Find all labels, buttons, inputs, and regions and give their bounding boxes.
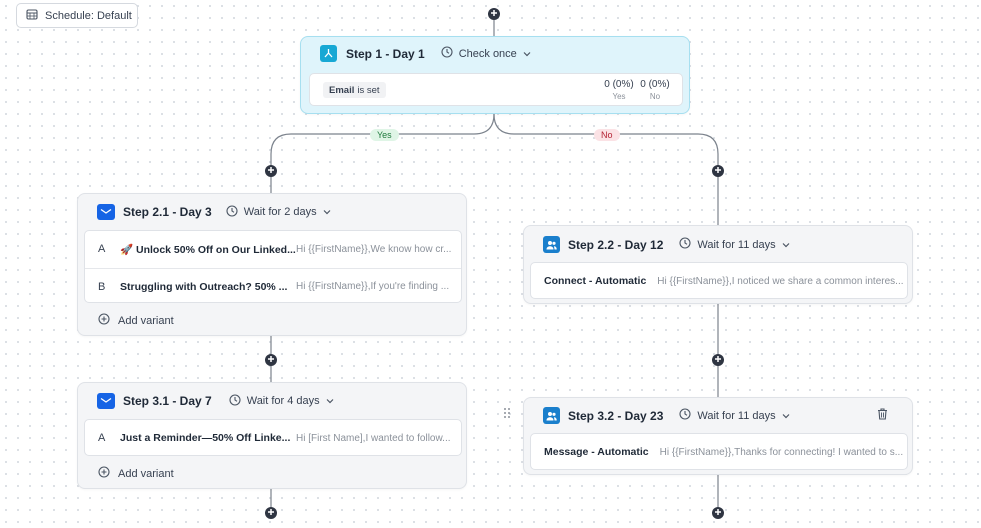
- step-3-1-title: Step 3.1 - Day 7: [123, 394, 212, 408]
- action-label: Message - Automatic: [544, 446, 649, 458]
- schedule-button[interactable]: Schedule: Default: [16, 3, 138, 28]
- plus-icon: [714, 507, 722, 519]
- variant-preview: Hi {{FirstName}},If you're finding ...: [296, 281, 450, 292]
- variant-row-a[interactable]: A Just a Reminder—50% Off Linke... Hi [F…: [85, 420, 461, 456]
- action-label: Connect - Automatic: [544, 275, 647, 287]
- linkedin-action-row[interactable]: Message - Automatic Hi {{FirstName}},Tha…: [530, 433, 908, 470]
- add-step-no-button[interactable]: [712, 165, 724, 177]
- variant-subject: 🚀 Unlock 50% Off on Our Linked...: [120, 243, 296, 256]
- variant-letter: A: [98, 243, 106, 255]
- linkedin-action-row[interactable]: Connect - Automatic Hi {{FirstName}},I n…: [530, 262, 908, 299]
- chevron-down-icon: [782, 410, 790, 422]
- calendar-icon: [26, 8, 38, 23]
- step-2-2-card[interactable]: Step 2.2 - Day 12 Wait for 11 days Conne…: [523, 225, 913, 304]
- plus-icon: [267, 354, 275, 366]
- variant-preview: Hi [First Name],I wanted to follow...: [296, 432, 451, 444]
- step-3-2-title: Step 3.2 - Day 23: [568, 408, 664, 423]
- linkedin-people-icon: [543, 236, 560, 253]
- clock-icon: [679, 408, 691, 423]
- plus-icon: [490, 8, 498, 20]
- clock-icon: [226, 204, 238, 220]
- yes-stat-value: 0 (0%): [604, 79, 634, 90]
- step-2-1-title: Step 2.1 - Day 3: [123, 205, 212, 219]
- add-variant-label: Add variant: [118, 467, 174, 480]
- wait-dropdown[interactable]: Wait for 11 days: [679, 237, 790, 252]
- step-2-2-title: Step 2.2 - Day 12: [568, 237, 664, 252]
- trash-icon[interactable]: [877, 408, 888, 423]
- add-step-after-3-2-button[interactable]: [712, 507, 724, 519]
- add-step-after-3-1-button[interactable]: [265, 507, 277, 519]
- no-stat-label: No: [649, 92, 661, 101]
- condition-step-card[interactable]: Step 1 - Day 1 Check once Email is set 0…: [300, 36, 690, 114]
- add-step-yes-button[interactable]: [265, 165, 277, 177]
- plus-icon: [267, 507, 275, 519]
- linkedin-people-icon: [543, 407, 560, 424]
- plus-circle-icon: [98, 466, 110, 481]
- add-step-after-2-2-button[interactable]: [712, 354, 724, 366]
- chevron-down-icon: [326, 395, 334, 407]
- yes-stat: 0 (0%) Yes: [602, 79, 636, 103]
- variant-row-a[interactable]: A 🚀 Unlock 50% Off on Our Linked... Hi {…: [85, 231, 461, 267]
- action-row: Message - Automatic Hi {{FirstName}},Tha…: [531, 434, 907, 470]
- clock-icon: [679, 237, 691, 252]
- condition-field: Email: [329, 84, 355, 96]
- step-3-2-card[interactable]: Step 3.2 - Day 23 Wait for 11 days Messa…: [523, 397, 913, 475]
- wait-label: Wait for 11 days: [697, 409, 776, 422]
- chevron-down-icon: [523, 48, 531, 60]
- drag-handle-icon[interactable]: [503, 407, 511, 422]
- step-3-1-card[interactable]: Step 3.1 - Day 7 Wait for 4 days A Just …: [77, 382, 467, 489]
- variant-preview: Hi {{FirstName}},We know how cr...: [296, 243, 452, 255]
- check-mode-dropdown[interactable]: Check once: [441, 46, 531, 61]
- plus-icon: [714, 165, 722, 177]
- email-icon: [97, 204, 115, 220]
- variant-letter: B: [98, 280, 106, 293]
- plus-icon: [714, 354, 722, 366]
- plus-circle-icon: [98, 313, 110, 328]
- add-step-after-2-1-button[interactable]: [265, 354, 277, 366]
- add-step-top-button[interactable]: [488, 8, 500, 20]
- action-preview: Hi {{FirstName}},I noticed we share a co…: [657, 275, 904, 287]
- variant-list: A Just a Reminder—50% Off Linke... Hi [F…: [84, 419, 462, 456]
- check-mode-label: Check once: [458, 47, 517, 60]
- action-row: Connect - Automatic Hi {{FirstName}},I n…: [531, 263, 907, 299]
- chevron-down-icon: [782, 239, 790, 251]
- action-preview: Hi {{FirstName}},Thanks for connecting! …: [659, 446, 904, 458]
- add-variant-button[interactable]: Add variant: [98, 313, 174, 328]
- wait-label: Wait for 2 days: [243, 206, 317, 218]
- yes-branch-badge: Yes: [370, 129, 399, 141]
- no-stat: 0 (0%) No: [638, 79, 672, 103]
- variant-subject: Just a Reminder—50% Off Linke...: [120, 432, 291, 444]
- variant-row-b[interactable]: B Struggling with Outreach? 50% ... Hi {…: [85, 268, 461, 304]
- condition-operator: is set: [357, 84, 380, 96]
- wait-label: Wait for 4 days: [246, 395, 320, 407]
- wait-dropdown[interactable]: Wait for 11 days: [679, 408, 790, 423]
- branch-icon: [320, 45, 337, 62]
- no-branch-badge: No: [594, 129, 620, 141]
- no-stat-value: 0 (0%): [640, 79, 670, 90]
- wait-dropdown[interactable]: Wait for 2 days: [226, 204, 331, 220]
- variant-list: A 🚀 Unlock 50% Off on Our Linked... Hi {…: [84, 230, 462, 303]
- plus-icon: [267, 165, 275, 177]
- clock-icon: [441, 46, 453, 61]
- schedule-label: Schedule: Default: [45, 9, 132, 22]
- condition-expression: Email is set: [323, 82, 386, 98]
- email-icon: [97, 393, 115, 409]
- chevron-down-icon: [323, 206, 331, 218]
- step-2-1-card[interactable]: Step 2.1 - Day 3 Wait for 2 days A 🚀 Unl…: [77, 193, 467, 336]
- add-variant-button[interactable]: Add variant: [98, 466, 174, 481]
- condition-rule[interactable]: Email is set 0 (0%) Yes 0 (0%) No: [309, 73, 683, 106]
- clock-icon: [229, 393, 241, 409]
- variant-letter: A: [98, 432, 106, 444]
- add-variant-label: Add variant: [118, 314, 174, 327]
- wait-dropdown[interactable]: Wait for 4 days: [229, 393, 334, 409]
- condition-step-title: Step 1 - Day 1: [346, 46, 425, 61]
- yes-stat-label: Yes: [612, 92, 626, 101]
- wait-label: Wait for 11 days: [697, 238, 776, 251]
- variant-subject: Struggling with Outreach? 50% ...: [120, 280, 288, 293]
